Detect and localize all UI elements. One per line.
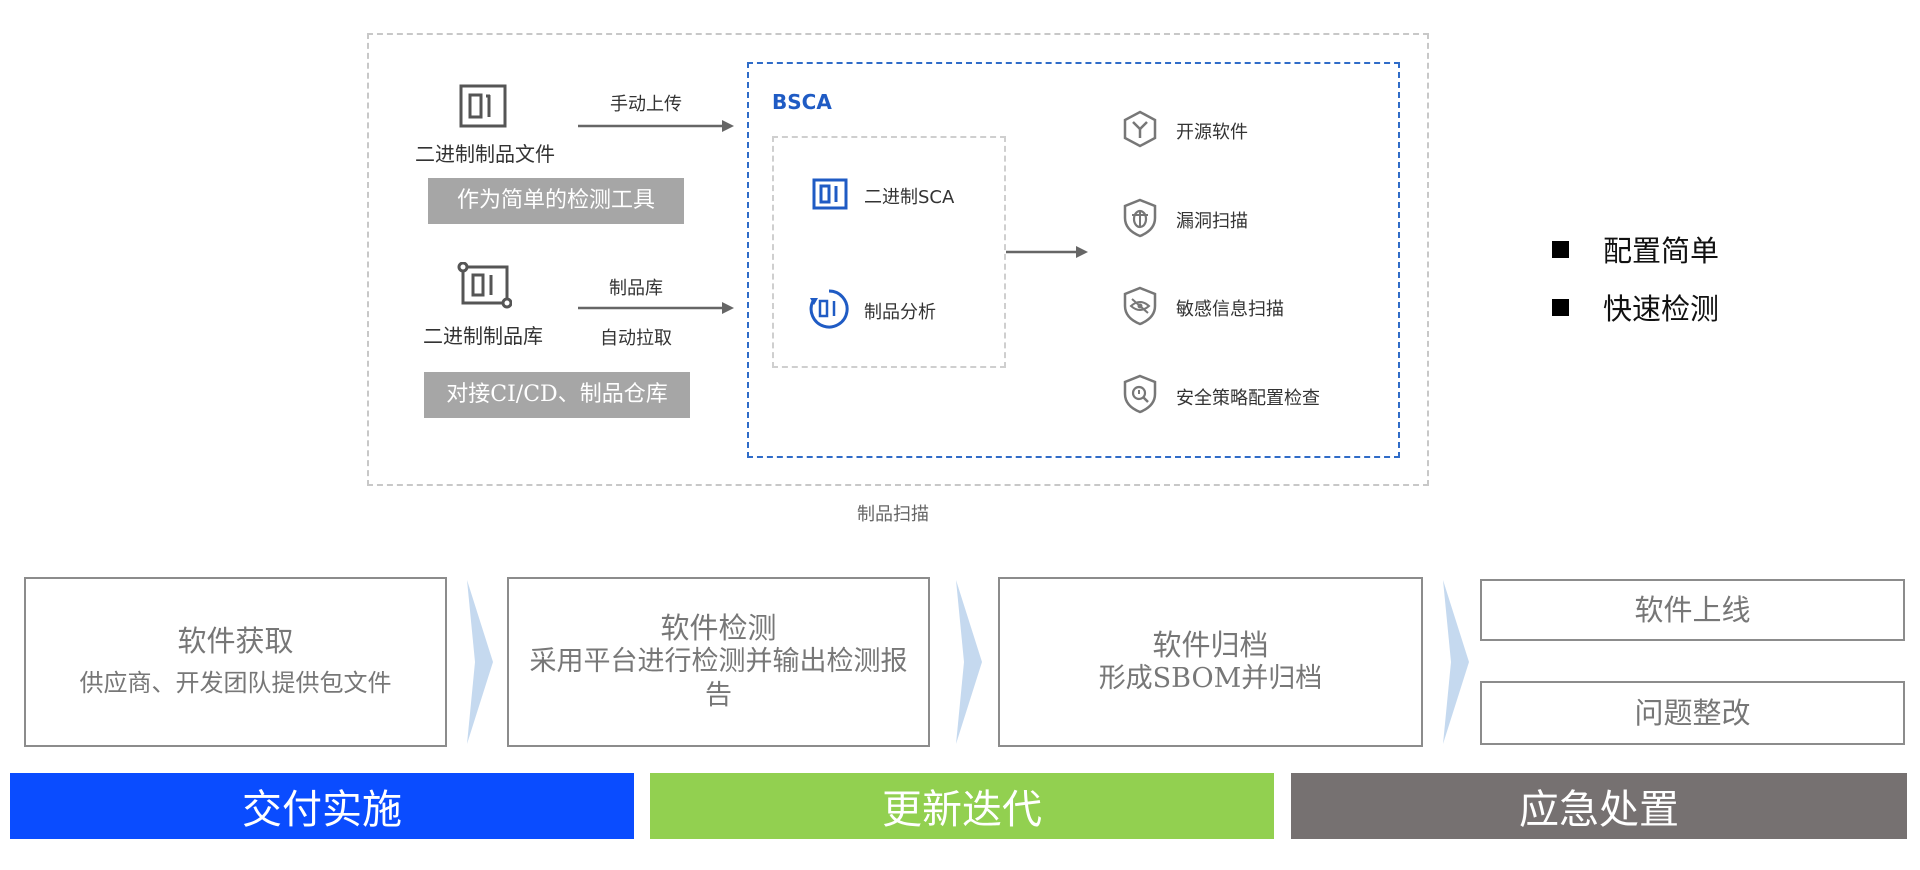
step-description: 供应商、开发团队提供包文件 [79, 669, 392, 697]
highlight-item: 快速检测 [1552, 286, 1719, 328]
auto-pull-arrow [578, 300, 734, 320]
vulnerability-scan-icon [1122, 198, 1158, 242]
chevron-right-icon [956, 580, 982, 748]
step-description: 采用平台进行检测并输出检测报告 [529, 646, 908, 711]
chevron-right-icon [467, 580, 493, 748]
open-source-label: 开源软件 [1176, 122, 1248, 143]
binary-sca-label: 二进制SCA [864, 187, 955, 208]
highlights-list: 配置简单 快速检测 [1552, 228, 1719, 344]
step-title: 软件检测 [660, 611, 777, 645]
bsca-frame [747, 62, 1400, 458]
step-software-launch: 软件上线 [1480, 579, 1905, 641]
step-description: 形成SBOM并归档 [1098, 663, 1323, 694]
step-title: 问题整改 [1634, 696, 1751, 730]
vulnerability-scan-label: 漏洞扫描 [1176, 211, 1248, 232]
ci-cd-tag: 对接CI/CD、制品仓库 [424, 372, 690, 418]
step-software-detection: 软件检测 采用平台进行检测并输出检测报告 [507, 577, 930, 747]
phase-emergency-response: 应急处置 [1291, 773, 1907, 839]
sensitive-info-label: 敏感信息扫描 [1176, 299, 1284, 320]
step-issue-rectification: 问题整改 [1480, 681, 1905, 745]
bsca-title: BSCA [772, 90, 832, 114]
binary-sca-icon [812, 178, 848, 214]
manual-upload-arrow [578, 118, 734, 138]
phase-update-iteration: 更新迭代 [650, 773, 1274, 839]
auto-pull-label: 自动拉取 [600, 328, 672, 349]
artifact-scan-caption: 制品扫描 [857, 504, 929, 525]
phase-delivery: 交付实施 [10, 773, 634, 839]
step-title: 软件获取 [177, 624, 294, 658]
step-software-acquisition: 软件获取 供应商、开发团队提供包文件 [24, 577, 447, 747]
binary-file-icon [459, 84, 507, 132]
open-source-icon [1122, 110, 1158, 152]
manual-upload-label: 手动上传 [610, 94, 682, 115]
binary-repo-icon [456, 261, 513, 314]
simple-tool-tag: 作为简单的检测工具 [428, 178, 684, 224]
step-title: 软件上线 [1634, 593, 1751, 627]
artifact-analysis-icon [808, 288, 850, 334]
artifact-analysis-label: 制品分析 [864, 302, 936, 323]
bullet-square-icon [1552, 240, 1569, 258]
chevron-right-icon [1443, 580, 1469, 748]
binary-repo-label: 二进制制品库 [423, 324, 543, 348]
security-policy-icon [1122, 374, 1158, 418]
binary-file-label: 二进制制品文件 [415, 142, 555, 166]
repo-label: 制品库 [609, 278, 663, 299]
step-software-archive: 软件归档 形成SBOM并归档 [998, 577, 1423, 747]
step-title: 软件归档 [1152, 628, 1269, 662]
artifact-scan-frame [367, 33, 1429, 486]
highlight-item: 配置简单 [1552, 228, 1719, 270]
security-policy-label: 安全策略配置检查 [1176, 388, 1320, 409]
bsca-output-arrow [1006, 244, 1088, 264]
sensitive-info-icon [1122, 286, 1158, 330]
bullet-square-icon [1552, 298, 1569, 316]
bsca-modules-frame [772, 136, 1006, 368]
